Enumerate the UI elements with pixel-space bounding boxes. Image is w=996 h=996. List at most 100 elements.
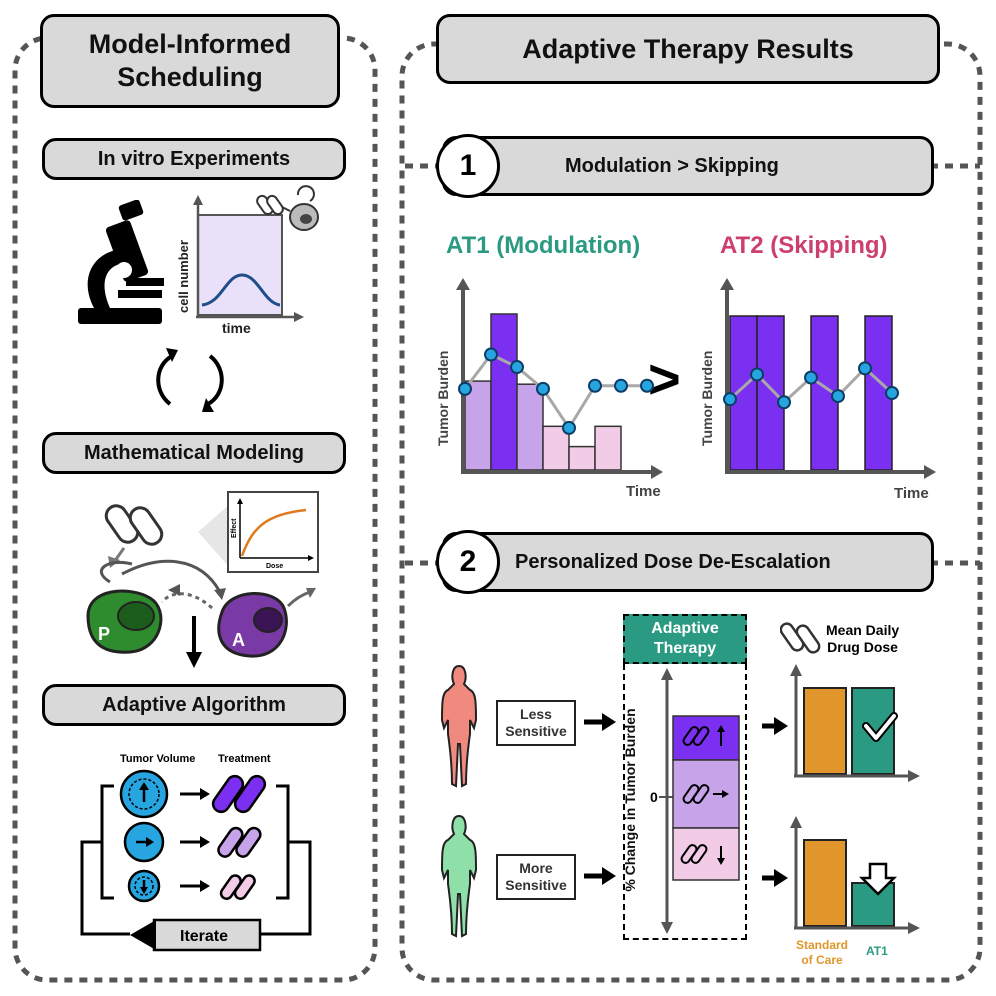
dose-chart-less xyxy=(790,664,920,782)
dose-chart-more xyxy=(790,816,920,934)
at1-point xyxy=(484,347,498,362)
cycle-arrows-icon xyxy=(156,348,224,412)
at2-bars xyxy=(729,315,893,471)
at2-point xyxy=(723,392,737,407)
section1-number: 1 xyxy=(459,149,477,182)
at1-line xyxy=(458,347,654,435)
tumor-volume-label: Tumor Volume xyxy=(120,753,195,765)
left-title-line1: Model-Informed xyxy=(88,29,292,59)
dose-response-column xyxy=(659,668,740,934)
adaptive-line1: Adaptive xyxy=(651,620,719,637)
at1-dose-label: AT1 xyxy=(866,944,888,958)
soc-label: Standard of Care xyxy=(796,938,848,968)
at2-xlabel: Time xyxy=(894,485,929,502)
soc-line2: of Care xyxy=(801,953,843,967)
section1-number-badge: 1 xyxy=(436,134,500,198)
at2-point xyxy=(777,395,791,410)
right-panel-title: Adaptive Therapy Results xyxy=(436,14,940,84)
at1-bar xyxy=(568,445,596,471)
at2-point xyxy=(858,361,872,376)
at1-bar xyxy=(516,383,544,471)
pills-mid-dose-icon xyxy=(217,826,262,858)
at1-point xyxy=(640,378,654,393)
microscope-icon xyxy=(78,200,164,324)
cell-a: A xyxy=(217,592,288,658)
at1-point xyxy=(562,420,576,435)
chart-xlabel: time xyxy=(222,320,251,335)
dose-title: Mean Daily Drug Dose xyxy=(826,622,899,656)
tumor-small-icon xyxy=(127,869,161,903)
less-line1: Less xyxy=(520,706,552,722)
pills-high-dose-icon xyxy=(211,774,267,814)
dose-up-block xyxy=(672,715,740,761)
cell-p: P xyxy=(86,589,163,654)
growth-curve xyxy=(201,273,281,307)
more-sensitive-box: More Sensitive xyxy=(496,854,576,900)
dose-down-block xyxy=(672,827,740,881)
section1-title: Modulation > Skipping xyxy=(565,154,779,177)
pill-cell-icon xyxy=(256,185,319,231)
dose-bars-more xyxy=(803,839,895,927)
at1-bars xyxy=(464,313,622,471)
at2-point xyxy=(804,370,818,385)
left-panel-border xyxy=(12,35,378,983)
at2-title: AT2 (Skipping) xyxy=(720,232,888,259)
adaptive-therapy-header: Adaptive Therapy xyxy=(623,614,747,664)
dose-bars-less xyxy=(803,687,895,775)
person-less-sensitive-icon xyxy=(440,664,478,788)
at2-ylabel: Tumor Burden xyxy=(699,351,715,446)
at1-chart: Tumor Burden Time xyxy=(435,278,663,500)
dose-bar xyxy=(803,839,847,927)
at1-point xyxy=(588,378,602,393)
at1-bar xyxy=(594,425,622,471)
inset-ylabel: Effect xyxy=(231,518,238,538)
left-title-line2: Scheduling xyxy=(117,62,263,92)
at2-bar xyxy=(729,315,758,471)
section2-header: Personalized Dose De-Escalation xyxy=(442,532,934,592)
less-line2: Sensitive xyxy=(505,723,567,739)
dose-bar xyxy=(803,687,847,775)
dose-steady-block xyxy=(672,759,740,829)
adaptive-therapy-frame xyxy=(623,664,747,940)
at2-point xyxy=(831,389,845,404)
algorithm-header: Adaptive Algorithm xyxy=(42,684,346,726)
dose-title-line1: Mean Daily xyxy=(826,622,900,638)
more-line2: Sensitive xyxy=(505,877,567,893)
at1-bar xyxy=(490,313,518,471)
inset-xlabel: Dose xyxy=(266,563,283,570)
down-arrow-icon xyxy=(858,862,898,896)
modeling-graphic: Effect Dose P A xyxy=(86,491,319,668)
at2-line xyxy=(723,361,899,410)
left-panel-title: Model-Informed Scheduling xyxy=(40,14,340,108)
pills-low-dose-icon xyxy=(219,874,256,900)
at2-point xyxy=(750,367,764,382)
at1-point xyxy=(510,360,524,375)
at1-point xyxy=(536,381,550,396)
tumor-medium-icon xyxy=(123,821,165,863)
more-line1: More xyxy=(519,860,553,876)
soc-line1: Standard xyxy=(796,938,849,952)
chart-ylabel: cell number xyxy=(176,240,191,313)
less-sensitive-box: Less Sensitive xyxy=(496,700,576,746)
treatment-label: Treatment xyxy=(218,753,271,765)
algorithm-graphic: Tumor Volume Treatment xyxy=(80,753,312,952)
section1-header: Modulation > Skipping xyxy=(442,136,934,196)
at2-bar xyxy=(756,315,785,471)
adaptive-line2: Therapy xyxy=(653,640,717,657)
at2-chart: Tumor Burden Time xyxy=(699,278,936,502)
person-more-sensitive-icon xyxy=(440,814,478,938)
cell-p-label: P xyxy=(98,624,110,644)
modeling-header: Mathematical Modeling xyxy=(42,432,346,474)
dose-title-line2: Drug Dose xyxy=(827,639,898,655)
in-vitro-chart: cell number time xyxy=(176,185,319,335)
in-vitro-header: In vitro Experiments xyxy=(42,138,346,180)
tumor-large-icon xyxy=(119,769,169,819)
iterate-label: Iterate xyxy=(180,928,228,945)
flow-arrows xyxy=(584,713,788,887)
section2-title: Personalized Dose De-Escalation xyxy=(515,550,831,573)
at1-title: AT1 (Modulation) xyxy=(446,232,641,259)
section2-number-badge: 2 xyxy=(436,530,500,594)
at2-point xyxy=(885,386,899,400)
dose-response-inset: Effect Dose xyxy=(198,491,319,573)
checkmark-icon xyxy=(862,712,898,742)
